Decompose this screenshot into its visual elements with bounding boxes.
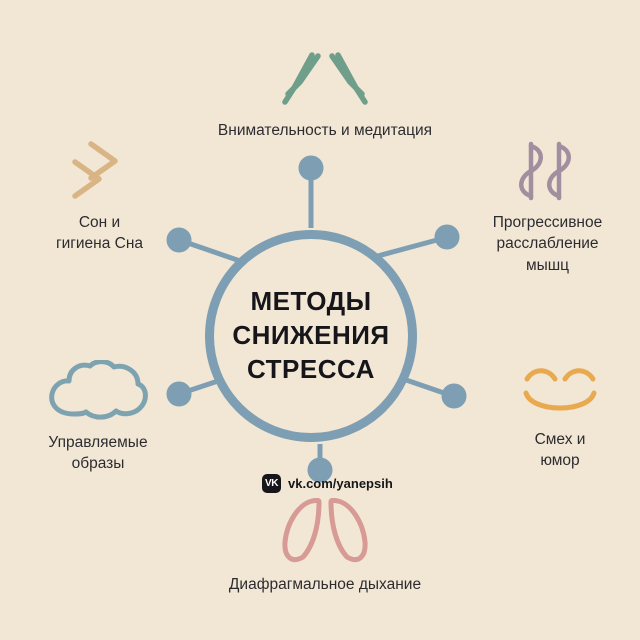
spoke-dot-upper-right	[434, 224, 460, 250]
spoke-dot-bottom	[307, 457, 333, 483]
node-humor[interactable]: Смех и юмор	[490, 363, 630, 472]
meditation-arms-icon	[282, 52, 368, 105]
vk-logo-icon: VK	[262, 474, 281, 493]
node-humor-label: Смех и юмор	[534, 431, 586, 470]
spoke-line-upper-left	[187, 240, 244, 265]
smiling-face-icon	[523, 368, 597, 411]
spoke-dot-top	[298, 155, 324, 181]
cloud-icon	[49, 360, 148, 420]
sleep-zigzag-icon	[71, 141, 118, 199]
vk-watermark[interactable]: VK vk.com/yanepsih	[262, 474, 393, 493]
node-guided-imagery[interactable]: Управляемые образы	[8, 360, 188, 475]
node-breathing-label: Диафрагмальное дыхание	[228, 576, 422, 593]
node-guided-imagery-label: Управляемые образы	[48, 434, 148, 473]
spoke-dot-lower-right	[441, 383, 467, 409]
hub-ring	[205, 230, 417, 442]
node-mindfulness[interactable]: Внимательность и медитация	[190, 52, 460, 141]
spoke-dot-lower-left	[166, 381, 192, 407]
node-muscle-relaxation[interactable]: Прогрессивное расслабление мышц	[460, 140, 635, 276]
lungs-icon	[282, 498, 368, 563]
node-breathing[interactable]: Диафрагмальное дыхание	[190, 498, 460, 595]
muscle-relaxation-icon	[518, 141, 571, 201]
spoke-line-upper-right	[373, 237, 438, 260]
spoke-dot-upper-left	[166, 227, 192, 253]
node-sleep[interactable]: Сон и гигиена Сна	[12, 140, 187, 255]
node-mindfulness-label: Внимательность и медитация	[217, 122, 433, 139]
vk-url-text: vk.com/yanepsih	[288, 476, 393, 491]
node-muscle-relaxation-label: Прогрессивное расслабление мышц	[492, 214, 603, 274]
node-sleep-label: Сон и гигиена Сна	[55, 214, 144, 253]
